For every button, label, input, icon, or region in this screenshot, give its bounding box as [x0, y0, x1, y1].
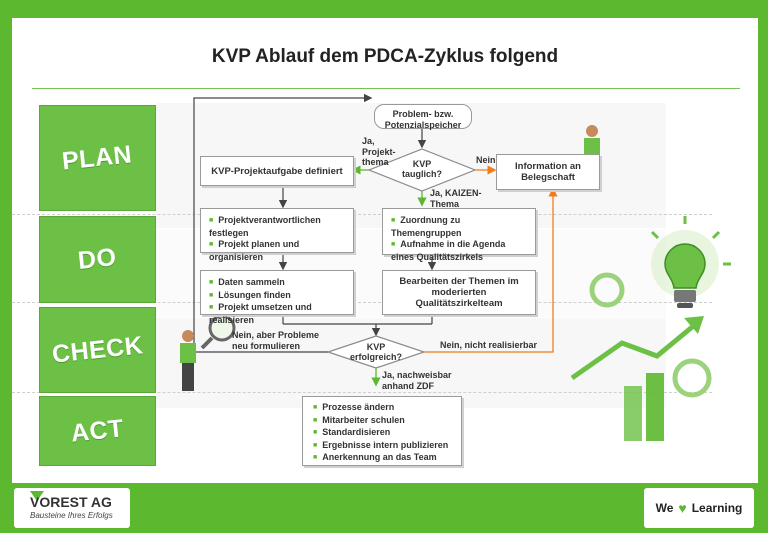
phase-act: ACT [39, 396, 156, 466]
list-item: Anerkennung an das Team [313, 452, 451, 465]
label-yes-kaizen: Ja, KAIZEN-Thema [430, 188, 482, 209]
label-no: Nein [476, 155, 496, 165]
node-info: Information an Belegschaft [496, 154, 600, 190]
label-no-reformulate: Nein, aber Probleme neu formulieren [232, 330, 320, 351]
company-logo: VOREST AG Bausteine Ihres Erfolgs [14, 488, 130, 528]
list-item: Projekt planen und organisieren [209, 239, 345, 263]
list-item: Projekt umsetzen und realisieren [209, 302, 345, 326]
lightbulb-icon [650, 216, 731, 308]
node-check-left: Daten sammeln Lösungen finden Projekt um… [200, 270, 354, 325]
logo-we: We [655, 501, 674, 515]
list-item: Lösungen finden [209, 290, 345, 303]
list-item: Standardisieren [313, 427, 451, 440]
node-decision-kvp-tauglich: KVP tauglich? [402, 159, 442, 179]
logo-mark-icon [30, 491, 44, 501]
logo-learning: Learning [691, 501, 743, 515]
company-name: VOREST AG [30, 494, 112, 510]
flow-connectors [93, 93, 731, 441]
band-check [156, 318, 666, 408]
phase-separator [12, 392, 712, 393]
phase-do: DO [39, 216, 156, 303]
node-act: Prozesse ändern Mitarbeiter schulen Stan… [302, 396, 462, 466]
we-love-learning-logo: We ♥ Learning [644, 488, 754, 528]
phase-separator [12, 302, 712, 303]
node-do-right: Zuordnung zu Themengruppen Aufnahme in d… [382, 208, 536, 262]
node-task: KVP-Projektaufgabe definiert [200, 156, 354, 186]
list-item: Prozesse ändern [313, 402, 451, 415]
label-yes-proven: Ja, nachweisbar anhand ZDF [382, 370, 452, 391]
phase-separator [12, 214, 712, 215]
loop-arrow [193, 93, 373, 336]
label-no-not-realizable: Nein, nicht realisierbar [440, 340, 538, 350]
list-item: Ergebnisse intern publizieren [313, 440, 451, 453]
diagram-area: KVP Ablauf dem PDCA-Zyklus folgend [12, 18, 758, 483]
list-item: Aufnahme in die Agenda eines Qualitätszi… [391, 239, 527, 263]
growth-arrow-icon [570, 316, 704, 441]
page-title: KVP Ablauf dem PDCA-Zyklus folgend [211, 46, 559, 67]
heart-icon: ♥ [678, 500, 687, 516]
company-slogan: Bausteine Ihres Erfolgs [30, 511, 113, 520]
label-yes-project: Ja, Projekt-thema [362, 136, 396, 167]
frame-left [0, 0, 12, 533]
title-divider [32, 88, 740, 89]
node-decision-kvp-erfolgreich: KVP erfolgreich? [349, 342, 402, 362]
list-item: Projektverantwortlichen festlegen [209, 215, 345, 239]
node-check-right: Bearbeiten der Themen im moderierten Qua… [382, 270, 536, 315]
list-item: Daten sammeln [209, 277, 345, 290]
node-start: Problem- bzw. Potenzialspeicher [374, 104, 472, 130]
frame-right [758, 0, 768, 533]
phase-check: CHECK [39, 307, 156, 393]
list-item: Mitarbeiter schulen [313, 415, 451, 428]
phase-plan: PLAN [39, 105, 156, 211]
node-do-left: Projektverantwortlichen festlegen Projek… [200, 208, 354, 262]
list-item: Zuordnung zu Themengruppen [391, 215, 527, 239]
frame-top [0, 0, 768, 18]
